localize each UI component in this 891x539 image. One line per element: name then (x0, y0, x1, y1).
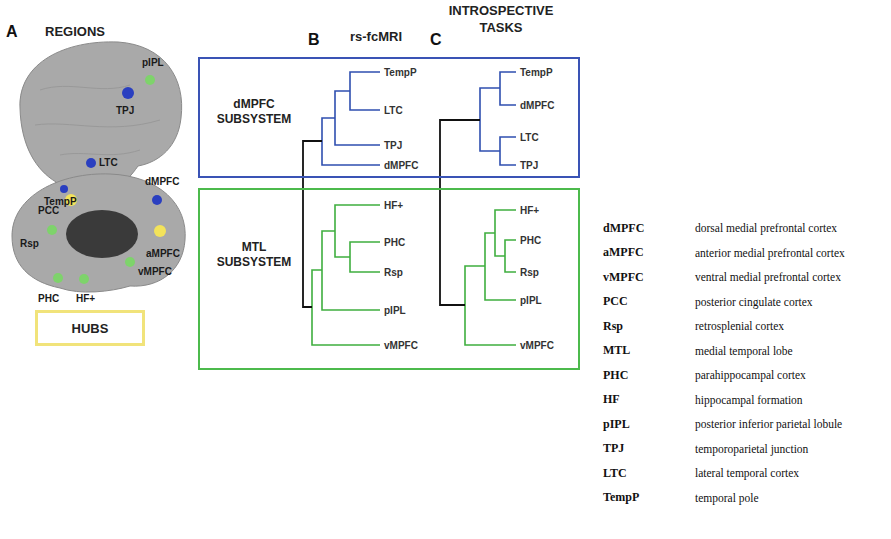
region-label: HF+ (76, 293, 95, 304)
glossary-abbreviation: pIPL (603, 417, 630, 432)
leaf-label: TempP (520, 67, 553, 78)
panel-letter: A (6, 23, 18, 41)
panel-letter: B (308, 31, 320, 49)
leaf-label: TempP (384, 67, 417, 78)
glossary-abbreviation: vMPFC (603, 270, 644, 285)
glossary-abbreviation: HF (603, 392, 620, 407)
region-dot (47, 225, 57, 235)
glossary-term: anterior medial prefrontal cortex (695, 247, 845, 259)
glossary-abbreviation: LTC (603, 466, 627, 481)
subsystem-title: MTL SUBSYSTEM (210, 240, 298, 270)
region-label: LTC (99, 157, 118, 168)
glossary-abbreviation: TempP (603, 490, 639, 505)
region-label: PCC (38, 205, 59, 216)
glossary-abbreviation: PCC (603, 294, 628, 309)
medial-midline (66, 210, 138, 258)
method-title: rs-fcMRI (350, 29, 402, 44)
dendrogram-root-b (303, 141, 322, 307)
leaf-label: vMPFC (384, 340, 418, 351)
leaf-label: Rsp (384, 267, 403, 278)
region-dot (60, 185, 68, 193)
leaf-label: TPJ (384, 140, 402, 151)
dendrogram-root-c (440, 120, 480, 305)
method-title: INTROSPECTIVE TASKS (445, 2, 557, 36)
leaf-label: TPJ (520, 160, 538, 171)
glossary-term: temporal pole (695, 492, 759, 504)
leaf-label: HF+ (384, 200, 403, 211)
glossary-abbreviation: TPJ (603, 441, 624, 456)
dendrogram-green-c (465, 210, 516, 345)
dendrogram-blue-c (480, 72, 516, 165)
glossary-term: ventral medial prefrontal cortex (695, 271, 841, 283)
dendrogram-green-b (312, 205, 380, 345)
region-dot (86, 158, 96, 168)
glossary-term: posterior cingulate cortex (695, 296, 813, 308)
glossary-term: posterior inferior parietal lobule (695, 418, 842, 430)
glossary-term: temporoparietal junction (695, 443, 808, 455)
glossary-term: lateral temporal cortex (695, 467, 799, 479)
region-label: Rsp (20, 238, 39, 249)
glossary-abbreviation: PHC (603, 368, 628, 383)
glossary-term: dorsal medial prefrontal cortex (695, 222, 837, 234)
region-dot (122, 87, 134, 99)
region-dot (79, 274, 89, 284)
region-dot (154, 225, 166, 237)
region-label: dMPFC (145, 176, 179, 187)
panel-letter: C (430, 31, 442, 49)
glossary-term: parahippocampal cortex (695, 369, 806, 381)
hub-label: HUBS (72, 321, 109, 336)
glossary-abbreviation: Rsp (603, 319, 623, 334)
leaf-label: pIPL (384, 305, 406, 316)
glossary-term: retrosplenial cortex (695, 320, 784, 332)
region-label: PHC (38, 293, 59, 304)
dendrogram-blue-b (322, 72, 380, 165)
leaf-label: Rsp (520, 267, 539, 278)
region-label: TPJ (116, 105, 134, 116)
glossary-term: hippocampal formation (695, 394, 803, 406)
brain-sulci (35, 85, 160, 155)
region-dot (152, 195, 162, 205)
region-label: aMPFC (146, 248, 180, 259)
region-dot (145, 75, 155, 85)
region-label: pIPL (142, 57, 164, 68)
glossary-abbreviation: MTL (603, 343, 630, 358)
leaf-label: PHC (520, 235, 541, 246)
leaf-label: LTC (520, 132, 539, 143)
region-dot (53, 273, 63, 283)
leaf-label: HF+ (520, 205, 539, 216)
region-dot (125, 257, 135, 267)
region-label: vMPFC (138, 266, 172, 277)
glossary-abbreviation: dMPFC (603, 221, 644, 236)
leaf-label: PHC (384, 237, 405, 248)
subsystem-title: dMPFC SUBSYSTEM (210, 97, 298, 127)
leaf-label: vMPFC (520, 340, 554, 351)
medial-brain (12, 174, 185, 292)
leaf-label: dMPFC (520, 100, 554, 111)
panel-title: REGIONS (45, 24, 105, 39)
leaf-label: pIPL (520, 295, 542, 306)
glossary-abbreviation: aMPFC (603, 245, 644, 260)
hub-legend-box: HUBS (35, 310, 145, 346)
leaf-label: dMPFC (384, 160, 418, 171)
glossary-term: medial temporal lobe (695, 345, 793, 357)
leaf-label: LTC (384, 105, 403, 116)
